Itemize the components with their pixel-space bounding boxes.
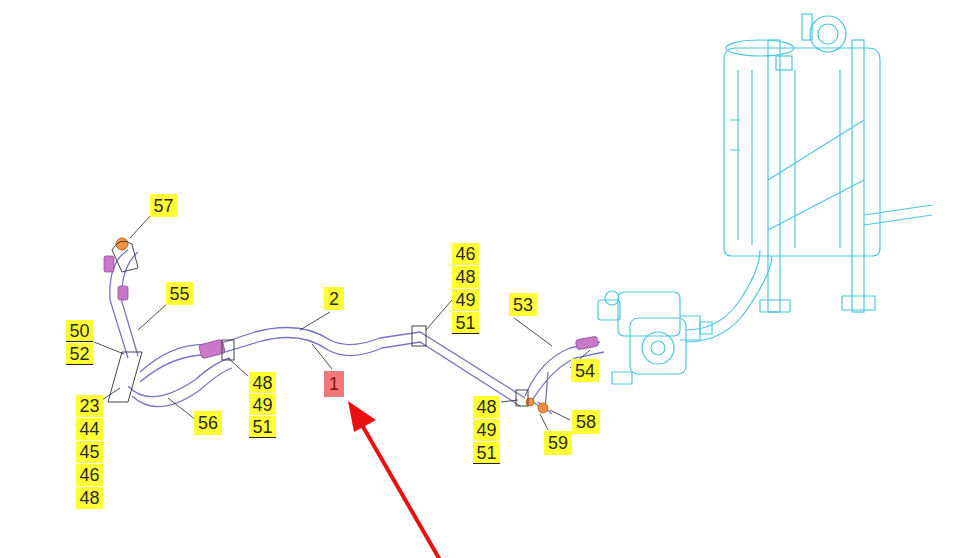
callout-number: 50 bbox=[66, 320, 93, 342]
leader-lines bbox=[94, 214, 590, 430]
callout-number: 49 bbox=[473, 419, 500, 441]
callout-number: 53 bbox=[509, 293, 537, 316]
callout-number: 23 bbox=[76, 395, 103, 417]
callout-number: 49 bbox=[249, 394, 276, 415]
callout-number: 45 bbox=[76, 441, 103, 463]
callout-number: 59 bbox=[544, 431, 572, 455]
hose-lines bbox=[110, 250, 604, 414]
hose-fittings bbox=[104, 256, 599, 359]
pointer-arrow bbox=[348, 401, 440, 558]
callout-number: 51 bbox=[452, 312, 479, 334]
callout-number: 56 bbox=[194, 411, 222, 435]
callout-number: 48 bbox=[249, 372, 276, 393]
callout-number: 54 bbox=[571, 359, 599, 382]
callout-number: 58 bbox=[572, 410, 600, 434]
callout-number: 48 bbox=[76, 487, 103, 509]
callout-number: 46 bbox=[452, 243, 479, 265]
callout-number: 44 bbox=[76, 418, 103, 440]
callout-number: 51 bbox=[473, 442, 500, 464]
brackets bbox=[108, 241, 528, 406]
elbow-fittings bbox=[116, 238, 548, 413]
callout-number: 51 bbox=[249, 416, 276, 438]
callout-number: 48 bbox=[473, 396, 500, 418]
machine-drawing bbox=[598, 14, 932, 384]
callout-number: 49 bbox=[452, 289, 479, 311]
callout-number: 57 bbox=[150, 194, 177, 217]
callout-number: 55 bbox=[166, 282, 193, 305]
callout-number: 2 bbox=[324, 287, 344, 310]
callout-number: 48 bbox=[452, 266, 479, 288]
callout-number: 52 bbox=[66, 343, 93, 365]
callout-number: 1 bbox=[324, 371, 344, 397]
callout-number: 46 bbox=[76, 464, 103, 486]
